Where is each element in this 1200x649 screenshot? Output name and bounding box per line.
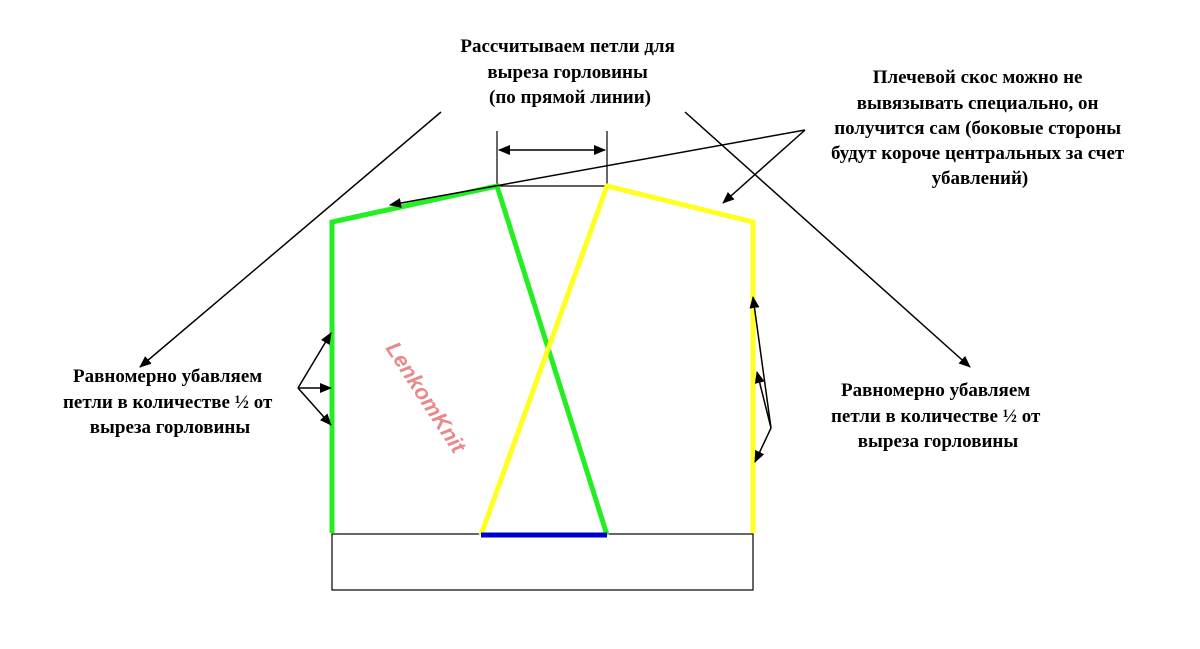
right-decrease-label: Равномерно убавляем петли в количестве ½… [831, 380, 1045, 452]
diagonal-right-arrow [684, 111, 971, 368]
shoulder-note-line-1: Плечевой скос можно не [873, 67, 1083, 88]
right-decrease-line-3: выреза горловины [858, 431, 1019, 452]
ribbing-rectangle [331, 533, 754, 591]
right-decrease-line-1: Равномерно убавляем [841, 380, 1030, 401]
neckline-calc-line-1: Рассчитываем петли для [460, 36, 674, 57]
watermark-text: LenkomKnit [381, 337, 472, 459]
shoulder-note-line-3: получится сам (боковые стороны [834, 118, 1121, 139]
diagonal-left-arrow [139, 111, 442, 368]
shoulder-note-line-2: вывязывать специально, он [857, 93, 1099, 114]
left-decrease-line-3: выреза горловины [90, 417, 251, 438]
left-decrease-label: Равномерно убавляем петли в количестве ½… [63, 366, 277, 438]
neckline-bracket [496, 131, 608, 187]
yellow-shape [478, 183, 756, 536]
neckline-calc-line-2: выреза горловины [487, 62, 648, 83]
neckline-calc-label: Рассчитываем петли для выреза горловины … [460, 36, 679, 108]
right-decrease-line-2: петли в количестве ½ от [831, 406, 1041, 427]
neckline-calc-line-3: (по прямой линии) [489, 87, 651, 108]
shoulder-arrow-right [722, 129, 806, 204]
left-decrease-line-1: Равномерно убавляем [73, 366, 262, 387]
shoulder-note-line-4: будут короче центральных за счет [831, 143, 1125, 164]
left-decrease-line-2: петли в количестве ½ от [63, 392, 273, 413]
green-shape [329, 183, 610, 536]
shoulder-arrow-left [389, 129, 806, 208]
left-decrease-arrow-bottom [297, 387, 332, 426]
right-decrease-arrow-bottom [754, 427, 772, 463]
left-decrease-arrow-top [297, 332, 332, 389]
shoulder-note-label: Плечевой скос можно не вывязывать специа… [831, 67, 1129, 189]
shoulder-note-line-5: убавлений) [932, 168, 1029, 189]
right-decrease-arrow-mid [754, 371, 772, 429]
right-decrease-arrow-top [749, 296, 772, 429]
